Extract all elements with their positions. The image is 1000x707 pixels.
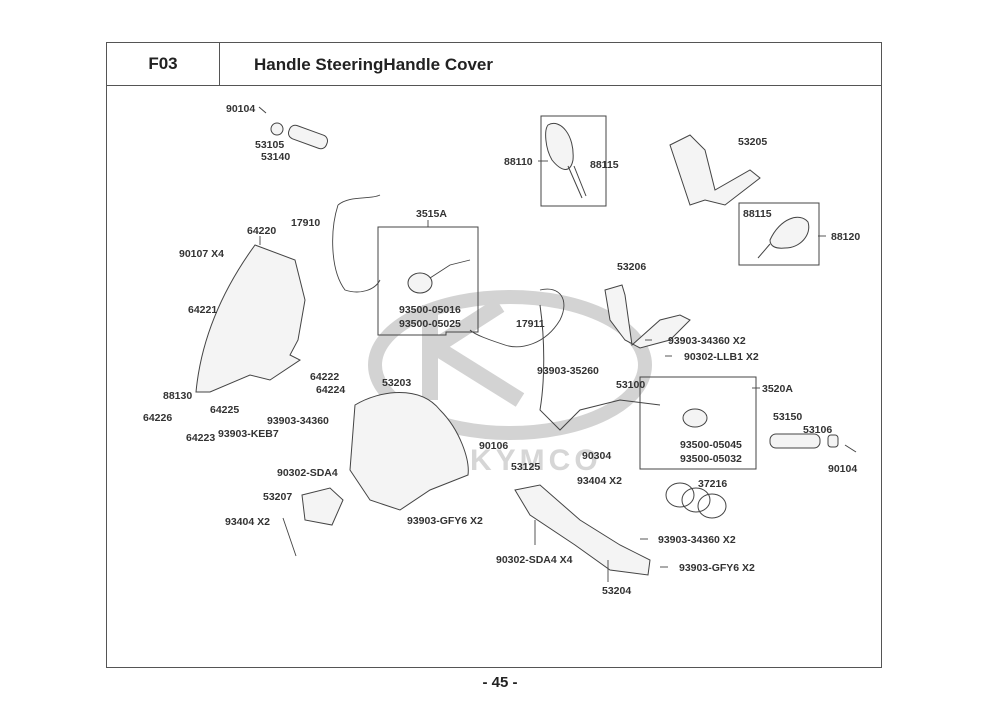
switch-left-part — [407, 259, 471, 294]
callout-90302-sda4: 90302-SDA4 — [277, 467, 338, 479]
callout-90106: 90106 — [479, 440, 508, 452]
callout-53100: 53100 — [616, 379, 645, 391]
callout-64226: 64226 — [143, 412, 172, 424]
callout-93903-35260: 93903-35260 — [537, 365, 599, 377]
handlebar-part — [539, 304, 661, 431]
callout-53207: 53207 — [263, 491, 292, 503]
callout-37216: 37216 — [698, 478, 727, 490]
inner-cover-part — [604, 284, 691, 349]
lower-cover-part — [514, 484, 651, 576]
callout-64224: 64224 — [316, 384, 345, 396]
callout-93903-gfy6-right: 93903-GFY6 X2 — [679, 562, 755, 574]
callout-64223: 64223 — [186, 432, 215, 444]
callout-90104: 90104 — [226, 103, 255, 115]
callout-64221: 64221 — [188, 304, 217, 316]
leader-lines — [259, 160, 826, 582]
callout-90107: 90107 X4 — [179, 248, 224, 260]
grip-left-part — [258, 106, 328, 150]
callout-3515A: 3515A — [416, 208, 447, 220]
callout-90302-sda4-x4: 90302-SDA4 X4 — [496, 554, 573, 566]
mirror-right-box — [738, 202, 820, 266]
cable-17911 — [469, 288, 565, 348]
diagram-frame — [106, 42, 882, 668]
callout-17911: 17911 — [516, 318, 545, 330]
meter-gasket-part — [665, 482, 727, 519]
bolt-93404 — [282, 517, 297, 557]
watermark-text: KYMCO — [470, 444, 602, 477]
callout-90302-llb1: 90302-LLB1 X2 — [684, 351, 759, 363]
windscreen-part — [195, 244, 306, 393]
callout-64222: 64222 — [310, 371, 339, 383]
callout-93500-05016: 93500-05016 — [399, 304, 461, 316]
callout-17910: 17910 — [291, 217, 320, 229]
callout-93903-34360-left: 93903-34360 — [267, 415, 329, 427]
mirror-right-part — [757, 217, 810, 259]
callout-3520A: 3520A — [762, 383, 793, 395]
callout-88130: 88130 — [163, 390, 192, 402]
callout-90104-right: 90104 — [828, 463, 857, 475]
switch-right-part — [682, 408, 708, 428]
callout-64225: 64225 — [210, 404, 239, 416]
callout-88110: 88110 — [504, 156, 533, 168]
page-title: Handle SteeringHandle Cover — [254, 55, 494, 74]
switch-right-box — [639, 376, 757, 470]
mirror-left-part — [545, 122, 587, 199]
callout-53204: 53204 — [602, 585, 631, 597]
headlight-cover-part — [349, 392, 469, 511]
callout-93500-05025: 93500-05025 — [399, 318, 461, 330]
callout-64220: 64220 — [247, 225, 276, 237]
callout-88120: 88120 — [831, 231, 860, 243]
callout-53105: 53105 — [255, 139, 284, 151]
callout-53205: 53205 — [738, 136, 767, 148]
kymco-watermark-logo: KYMCO — [368, 290, 652, 477]
callout-53203: 53203 — [382, 377, 411, 389]
switch-left-box — [377, 226, 479, 336]
callout-53140: 53140 — [261, 151, 290, 163]
callout-93404-left: 93404 X2 — [225, 516, 270, 528]
grip-right-part — [769, 433, 857, 453]
callout-93903-gfy6-left: 93903-GFY6 X2 — [407, 515, 483, 527]
callout-93500-05032: 93500-05032 — [680, 453, 742, 465]
callout-93500-05045: 93500-05045 — [680, 439, 742, 451]
callout-93404-right: 93404 X2 — [577, 475, 622, 487]
callout-53125: 53125 — [511, 461, 540, 473]
callout-53106: 53106 — [803, 424, 832, 436]
callout-88115-left: 88115 — [590, 159, 619, 171]
header-divider — [106, 85, 882, 86]
callout-53150: 53150 — [773, 411, 802, 423]
callout-93903-34360-bottom: 93903-34360 X2 — [658, 534, 736, 546]
cable-17910 — [332, 204, 381, 293]
callout-88115-right: 88115 — [743, 208, 772, 220]
lid-part — [301, 487, 344, 526]
upper-cover-part — [669, 134, 761, 206]
callout-53206: 53206 — [617, 261, 646, 273]
callout-93903-keb7: 93903-KEB7 — [218, 428, 279, 440]
callout-93903-34360-top: 93903-34360 X2 — [668, 335, 746, 347]
page-number: - 45 - — [482, 674, 518, 691]
callout-90304: 90304 — [582, 450, 611, 462]
